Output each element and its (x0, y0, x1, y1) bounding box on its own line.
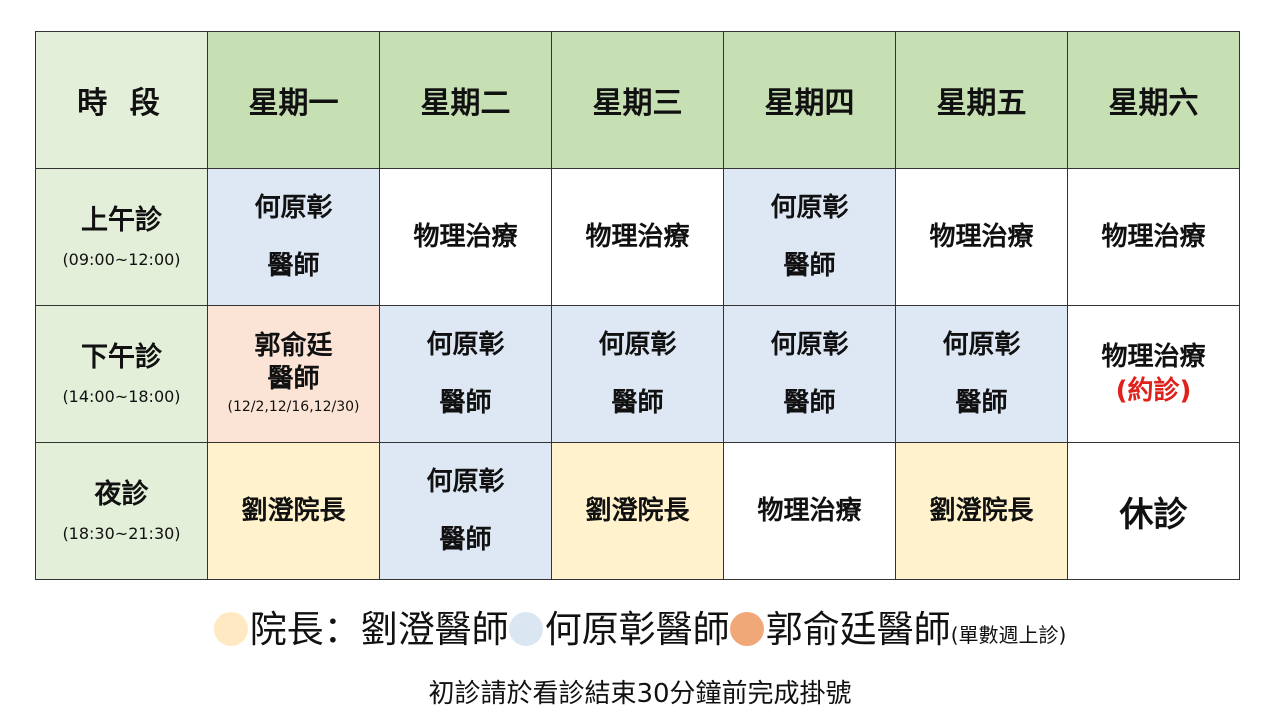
schedule-cell-sat-evening: 休診 (1067, 442, 1240, 580)
legend-kuo-note: (單數週上診) (950, 623, 1067, 647)
doctor-name: 郭俞廷 (254, 331, 333, 361)
doctor-name: 劉澄院長 (241, 496, 346, 526)
schedule-cell-fri-morning: 物理治療 (895, 168, 1068, 306)
schedule-cell-tue-morning: 物理治療 (379, 168, 552, 306)
time-period-header: 時 段 (35, 31, 208, 169)
doctor-title: 醫師 (439, 388, 492, 418)
day-header-sat: 星期六 (1067, 31, 1240, 169)
schedule-cell-tue-afternoon: 何原彰 醫師 (379, 305, 552, 443)
schedule-cell-sat-morning: 物理治療 (1067, 168, 1240, 306)
doctor-name: 劉澄院長 (929, 496, 1034, 526)
service-name: 物理治療 (1101, 222, 1206, 252)
service-name: 物理治療 (585, 222, 690, 252)
session-name: 上午診 (81, 205, 162, 236)
evening-session-cell: 夜診 (18:30~21:30) (35, 442, 208, 580)
session-hours: (14:00~18:00) (62, 387, 181, 406)
schedule-cell-tue-evening: 何原彰 醫師 (379, 442, 552, 580)
day-header-tue: 星期二 (379, 31, 552, 169)
doctor-title: 醫師 (783, 251, 836, 281)
service-name: 物理治療 (757, 496, 862, 526)
session-name: 夜診 (94, 479, 149, 510)
doctor-name: 何原彰 (426, 330, 505, 360)
doctor-title: 醫師 (267, 251, 320, 281)
schedule-cell-thu-afternoon: 何原彰 醫師 (723, 305, 896, 443)
legend-director: 院長：劉澄醫師 (249, 608, 509, 651)
session-hours: (09:00~12:00) (62, 250, 181, 269)
schedule-cell-mon-morning: 何原彰 醫師 (207, 168, 380, 306)
doctor-name: 何原彰 (770, 193, 849, 223)
morning-row: 上午診 (09:00~12:00) 何原彰 醫師 物理治療 物理治療 何原彰 醫… (35, 168, 1240, 306)
service-name: 物理治療 (929, 222, 1034, 252)
closed-label: 休診 (1119, 494, 1188, 535)
service-name: 物理治療 (413, 222, 518, 252)
doctor-name: 何原彰 (426, 467, 505, 497)
blue-circle-icon (508, 612, 543, 646)
doctor-title: 醫師 (783, 388, 836, 418)
session-hours: (18:30~21:30) (62, 524, 181, 543)
legend-doctor-ho: 何原彰醫師 (544, 608, 730, 651)
schedule-cell-wed-morning: 物理治療 (551, 168, 724, 306)
doctor-title: 醫師 (955, 388, 1008, 418)
schedule-cell-wed-afternoon: 何原彰 醫師 (551, 305, 724, 443)
header-row: 時 段 星期一 星期二 星期三 星期四 星期五 星期六 (35, 31, 1240, 169)
orange-circle-icon (729, 612, 764, 646)
appointment-only-note: (約診) (1115, 375, 1192, 406)
clinic-schedule-table: 時 段 星期一 星期二 星期三 星期四 星期五 星期六 上午診 (09:00~1… (35, 31, 1240, 580)
doctor-name: 何原彰 (770, 330, 849, 360)
dates-note: (12/2,12/16,12/30) (227, 399, 360, 415)
schedule-cell-fri-evening: 劉澄院長 (895, 442, 1068, 580)
evening-row: 夜診 (18:30~21:30) 劉澄院長 何原彰 醫師 劉澄院長 物理治療 劉… (35, 442, 1240, 580)
afternoon-row: 下午診 (14:00~18:00) 郭俞廷 醫師 (12/2,12/16,12/… (35, 305, 1240, 443)
schedule-cell-thu-morning: 何原彰 醫師 (723, 168, 896, 306)
doctor-title: 醫師 (267, 364, 320, 394)
schedule-cell-mon-evening: 劉澄院長 (207, 442, 380, 580)
schedule-cell-wed-evening: 劉澄院長 (551, 442, 724, 580)
schedule-cell-sat-afternoon: 物理治療 (約診) (1067, 305, 1240, 443)
day-header-fri: 星期五 (895, 31, 1068, 169)
registration-note: 初診請於看診結束30分鐘前完成掛號 (428, 679, 852, 709)
doctor-name: 劉澄院長 (585, 496, 690, 526)
day-header-wed: 星期三 (551, 31, 724, 169)
session-name: 下午診 (81, 342, 162, 373)
doctor-title: 醫師 (611, 388, 664, 418)
schedule-cell-fri-afternoon: 何原彰 醫師 (895, 305, 1068, 443)
afternoon-session-cell: 下午診 (14:00~18:00) (35, 305, 208, 443)
morning-session-cell: 上午診 (09:00~12:00) (35, 168, 208, 306)
service-name: 物理治療 (1101, 341, 1206, 372)
legend-doctor-kuo: 郭俞廷醫師 (765, 608, 951, 651)
color-legend: 院長：劉澄醫師何原彰醫師郭俞廷醫師(單數週上診) (0, 607, 1280, 658)
schedule-cell-thu-evening: 物理治療 (723, 442, 896, 580)
schedule-cell-mon-afternoon: 郭俞廷 醫師 (12/2,12/16,12/30) (207, 305, 380, 443)
doctor-title: 醫師 (439, 525, 492, 555)
yellow-circle-icon (213, 612, 248, 646)
doctor-name: 何原彰 (598, 330, 677, 360)
doctor-name: 何原彰 (942, 330, 1021, 360)
day-header-thu: 星期四 (723, 31, 896, 169)
doctor-name: 何原彰 (254, 193, 333, 223)
day-header-mon: 星期一 (207, 31, 380, 169)
